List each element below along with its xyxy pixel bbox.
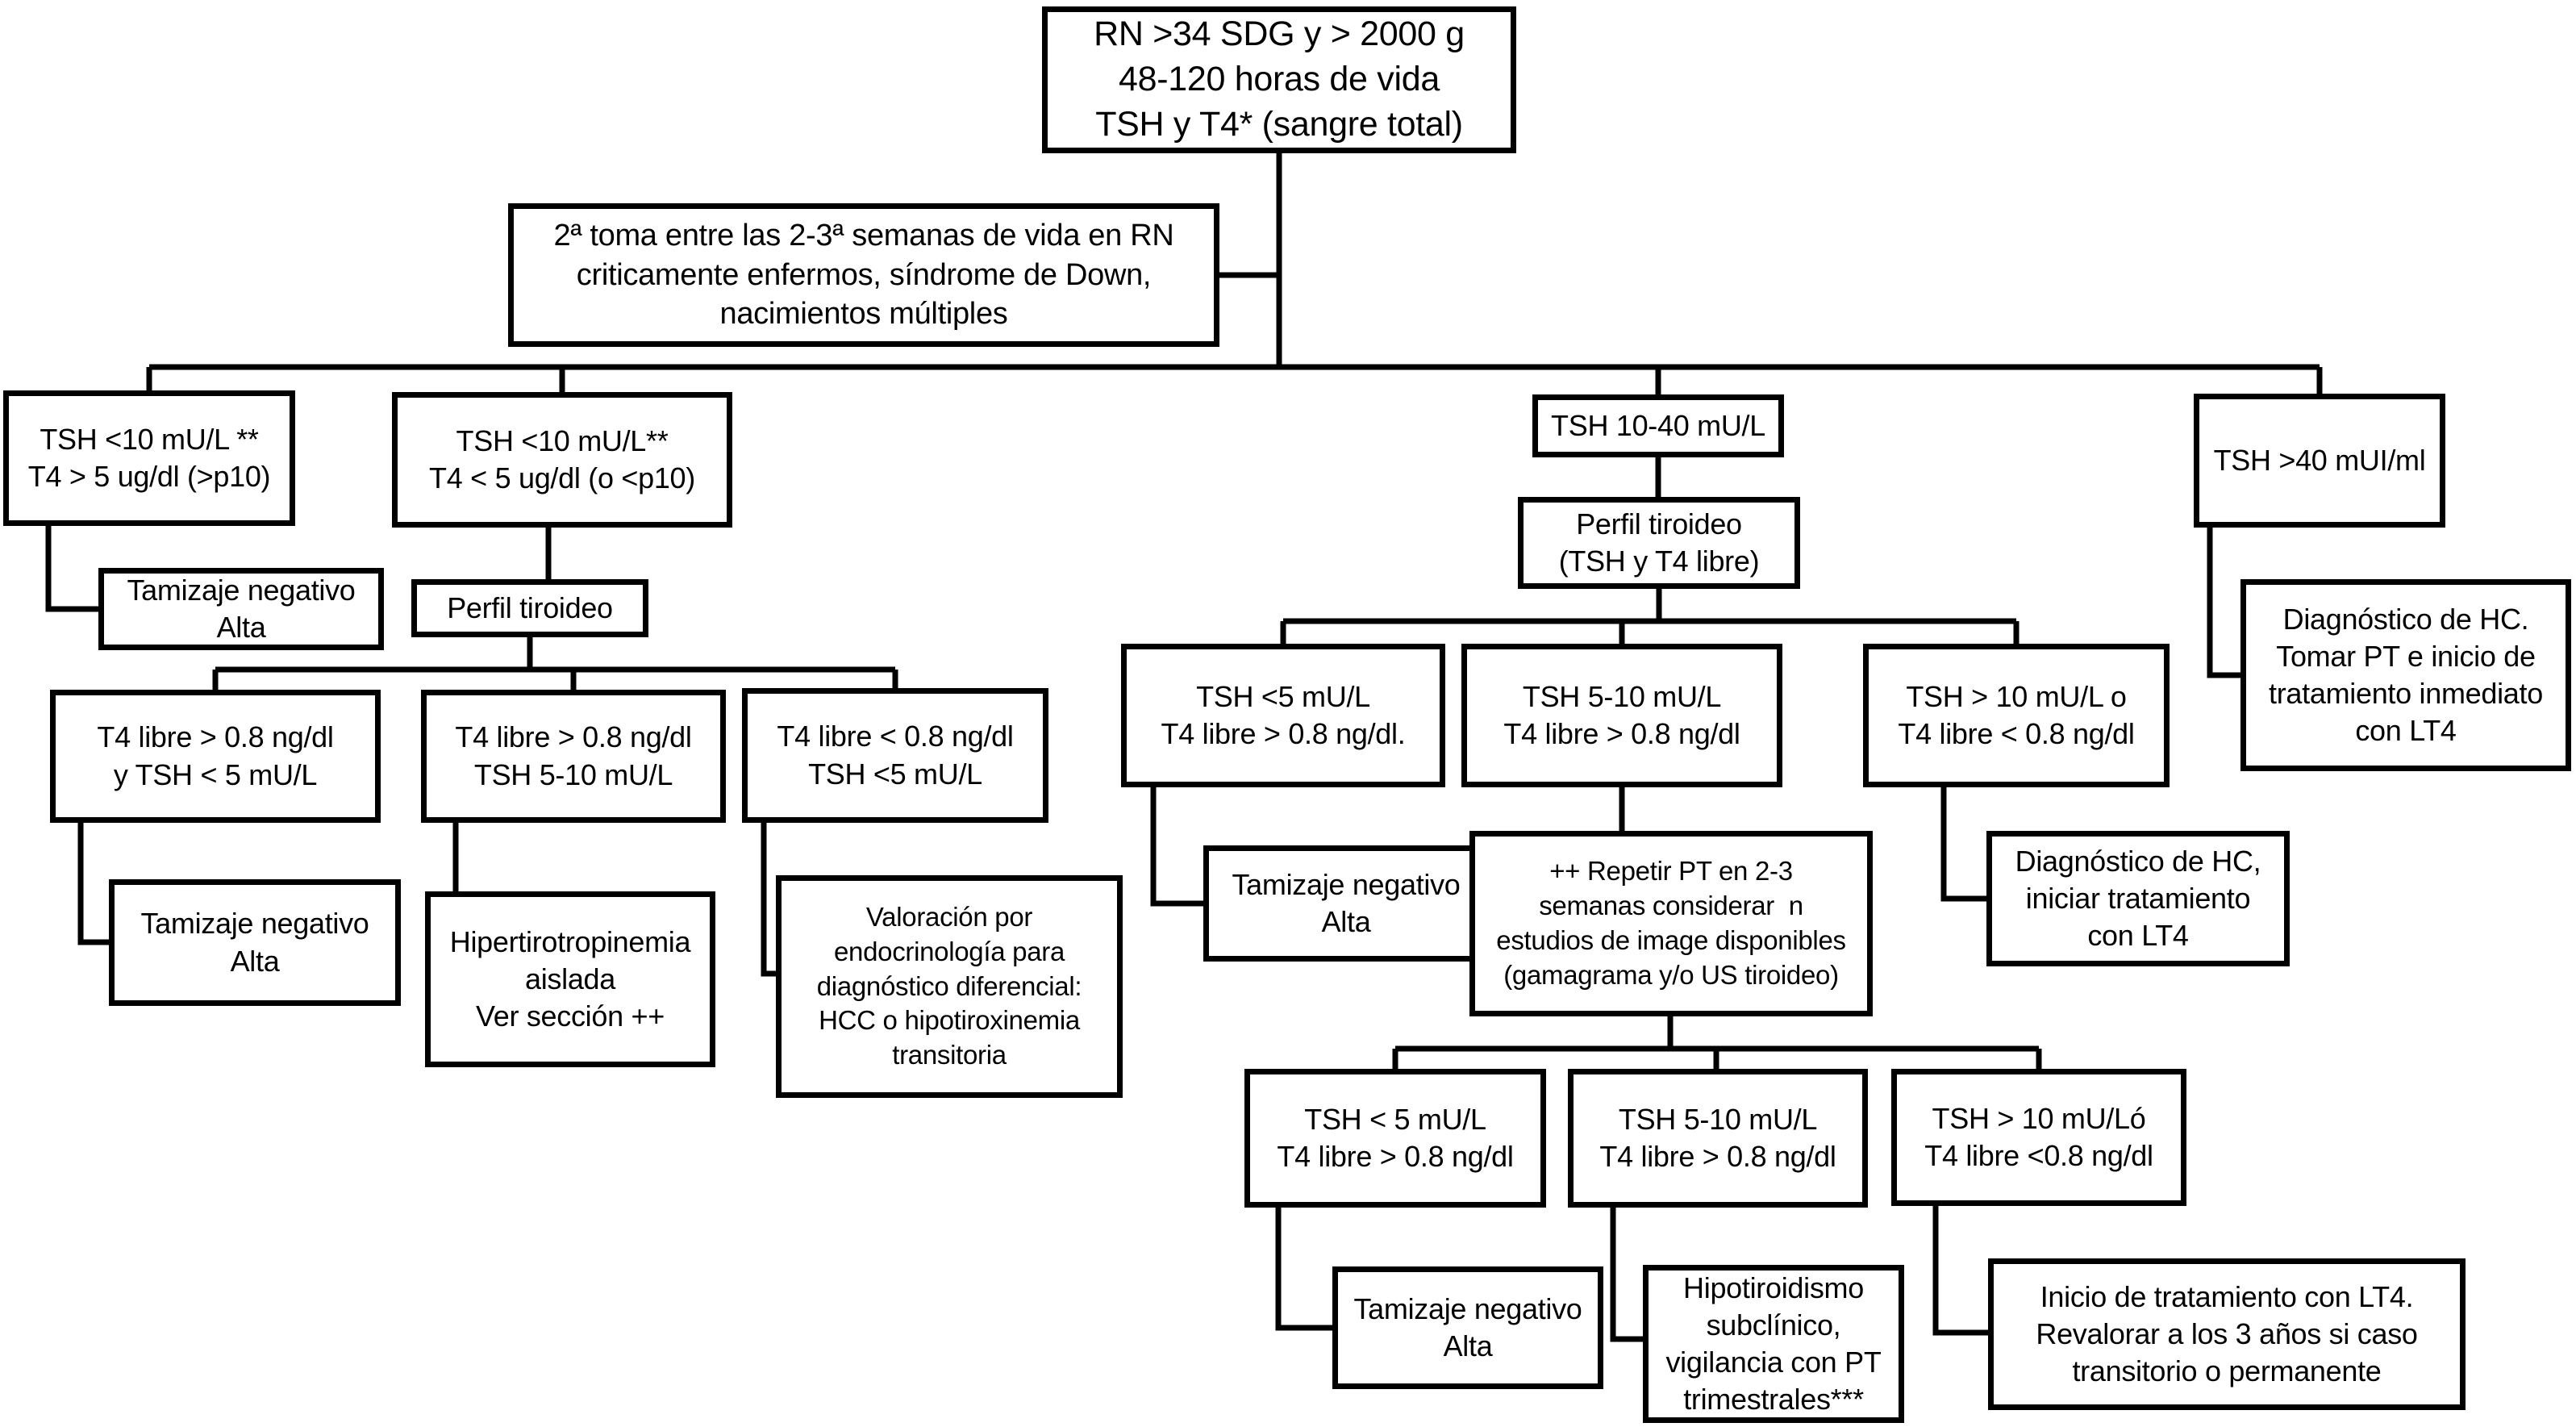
connector-path bbox=[45, 153, 2323, 1342]
node-line: (gamagrama y/o US tiroideo) bbox=[1503, 959, 1839, 990]
node-perfil-tiroideo-right: Perfil tiroideo (TSH y T4 libre) bbox=[1518, 497, 1800, 589]
node-line: T4 libre < 0.8 ng/dl bbox=[777, 720, 1014, 753]
node-seguimiento-tsh-gt10: TSH > 10 mU/Ló T4 libre <0.8 ng/dl bbox=[1891, 1069, 2186, 1206]
node-line: TSH > 10 mU/L o bbox=[1906, 679, 2127, 713]
node-line: TSH > 10 mU/Ló bbox=[1932, 1101, 2146, 1135]
node-line: TSH 10-40 mU/L bbox=[1551, 408, 1765, 442]
node-tamizaje-negativo-4: Tamizaje negativo Alta bbox=[1332, 1266, 1603, 1389]
node-line: Tamizaje negativo bbox=[140, 907, 369, 941]
node-line: trimestrales*** bbox=[1683, 1383, 1864, 1417]
node-line: Diagnóstico de HC. bbox=[2282, 602, 2529, 636]
node-line: HCC o hipotiroxinemia bbox=[819, 1005, 1080, 1036]
node-tsh-gt10-o-t4-low: TSH > 10 mU/L o T4 libre < 0.8 ng/dl bbox=[1863, 644, 2170, 787]
node-line: T4 libre <0.8 ng/dl bbox=[1924, 1139, 2153, 1172]
node-line: Tamizaje negativo bbox=[1353, 1291, 1582, 1325]
node-segunda-toma: 2ª toma entre las 2-3ª semanas de vida e… bbox=[508, 203, 1219, 347]
node-line: T4 < 5 ug/dl (o <p10) bbox=[429, 461, 695, 494]
node-line: Inicio de tratamiento con LT4. bbox=[2040, 1279, 2414, 1313]
node-line: T4 libre < 0.8 ng/dl bbox=[1898, 717, 2135, 750]
node-t4-low-tsh-lt5: T4 libre < 0.8 ng/dl TSH <5 mU/L bbox=[742, 688, 1048, 823]
node-tamizaje-negativo-3: Tamizaje negativo Alta bbox=[1203, 845, 1489, 962]
node-line: endocrinología para bbox=[833, 936, 1065, 966]
node-line: subclínico, bbox=[1706, 1308, 1841, 1341]
node-line: iniciar tratamiento bbox=[2025, 881, 2251, 915]
node-line: (TSH y T4 libre) bbox=[1558, 545, 1760, 578]
node-line: TSH <10 mU/L** bbox=[456, 424, 669, 457]
node-perfil-tiroideo-left: Perfil tiroideo bbox=[411, 579, 648, 637]
node-line: estudios de image disponibles bbox=[1496, 925, 1846, 955]
node-hipertirotropinemia: Hipertirotropinemia aislada Ver sección … bbox=[425, 891, 715, 1067]
node-line: criticamente enfermos, síndrome de Down, bbox=[576, 257, 1152, 292]
node-tsh-lt10-t4-normal: TSH <10 mU/L ** T4 > 5 ug/dl (>p10) bbox=[3, 390, 295, 526]
node-line: Ver sección ++ bbox=[476, 999, 665, 1033]
node-inicio-tratamiento-lt4: Inicio de tratamiento con LT4. Revalorar… bbox=[1988, 1258, 2466, 1410]
node-line: Alta bbox=[230, 944, 280, 978]
node-root: RN >34 SDG y > 2000 g 48-120 horas de vi… bbox=[1042, 6, 1516, 153]
node-line: ++ Repetir PT en 2-3 bbox=[1549, 856, 1793, 887]
node-line: con LT4 bbox=[2087, 919, 2189, 953]
node-seguimiento-tsh-lt5: TSH < 5 mU/L T4 libre > 0.8 ng/dl bbox=[1244, 1069, 1546, 1208]
node-hipotiroidismo-subclinico: Hipotiroidismo subclínico, vigilancia co… bbox=[1643, 1265, 1904, 1423]
node-line: Perfil tiroideo bbox=[447, 590, 613, 624]
node-line: aislada bbox=[525, 962, 615, 995]
node-diagnostico-hc-inmediato: Diagnóstico de HC. Tomar PT e inicio de … bbox=[2240, 579, 2571, 771]
node-line: Valoración por bbox=[865, 901, 1033, 932]
node-tsh-5-10-t4-normal: TSH 5-10 mU/L T4 libre > 0.8 ng/dl bbox=[1461, 644, 1782, 787]
node-line: TSH 5-10 mU/L bbox=[1618, 1102, 1818, 1136]
node-line: 48-120 horas de vida bbox=[1118, 60, 1440, 99]
node-line: semanas considerar n bbox=[1539, 891, 1803, 921]
node-line: 2ª toma entre las 2-3ª semanas de vida e… bbox=[553, 219, 1174, 253]
node-tamizaje-negativo-1: Tamizaje negativo Alta bbox=[98, 568, 384, 650]
node-seguimiento-tsh-5-10: TSH 5-10 mU/L T4 libre > 0.8 ng/dl bbox=[1568, 1069, 1868, 1208]
node-line: Diagnóstico de HC, bbox=[2015, 844, 2261, 878]
node-line: TSH <5 mU/L bbox=[808, 757, 982, 791]
node-tsh-lt5-t4-normal: TSH <5 mU/L T4 libre > 0.8 ng/dl. bbox=[1121, 644, 1445, 787]
node-line: tratamiento inmediato bbox=[2269, 677, 2543, 710]
node-line: TSH < 5 mU/L bbox=[1304, 1102, 1486, 1136]
node-line: Revalorar a los 3 años si caso bbox=[2036, 1316, 2418, 1350]
node-line: Perfil tiroideo bbox=[1576, 507, 1742, 540]
node-line: Tamizaje negativo bbox=[1232, 867, 1461, 901]
node-line: y TSH < 5 mU/L bbox=[113, 757, 318, 791]
node-line: T4 libre > 0.8 ng/dl bbox=[1277, 1140, 1514, 1173]
node-line: TSH 5-10 mU/L bbox=[1522, 679, 1722, 713]
node-line: RN >34 SDG y > 2000 g bbox=[1094, 15, 1465, 54]
node-repetir-pt: ++ Repetir PT en 2-3 semanas considerar … bbox=[1469, 831, 1873, 1016]
node-t4-normal-tsh-lt5: T4 libre > 0.8 ng/dl y TSH < 5 mU/L bbox=[50, 690, 381, 823]
node-line: transitoria bbox=[892, 1040, 1007, 1070]
node-t4-normal-tsh-5-10: T4 libre > 0.8 ng/dl TSH 5-10 mU/L bbox=[421, 690, 726, 823]
node-line: Alta bbox=[1443, 1329, 1493, 1362]
node-tsh-10-40: TSH 10-40 mU/L bbox=[1532, 394, 1784, 457]
node-line: T4 libre > 0.8 ng/dl bbox=[1503, 717, 1740, 750]
node-line: Hipotiroidismo bbox=[1683, 1271, 1864, 1304]
node-line: TSH 5-10 mU/L bbox=[473, 757, 673, 791]
node-line: diagnóstico diferencial: bbox=[816, 970, 1082, 1001]
node-line: TSH y T4* (sangre total) bbox=[1095, 104, 1463, 144]
node-tsh-lt10-t4-low: TSH <10 mU/L** T4 < 5 ug/dl (o <p10) bbox=[392, 392, 732, 528]
node-line: Tomar PT e inicio de bbox=[2276, 639, 2536, 673]
node-line: TSH >40 mUI/ml bbox=[2213, 443, 2426, 477]
node-line: Alta bbox=[1321, 905, 1371, 938]
node-line: Hipertirotropinemia bbox=[449, 924, 691, 958]
node-line: Tamizaje negativo bbox=[127, 573, 356, 607]
node-line: vigilancia con PT bbox=[1665, 1346, 1882, 1379]
node-line: Alta bbox=[216, 611, 266, 644]
node-line: T4 libre > 0.8 ng/dl bbox=[1599, 1140, 1836, 1173]
node-line: con LT4 bbox=[2355, 714, 2457, 748]
node-diagnostico-hc-tratamiento: Diagnóstico de HC, iniciar tratamiento c… bbox=[1986, 831, 2290, 966]
node-line: transitorio o permanente bbox=[2072, 1354, 2382, 1388]
node-tsh-gt40: TSH >40 mUI/ml bbox=[2194, 394, 2445, 528]
node-line: T4 libre > 0.8 ng/dl. bbox=[1161, 717, 1406, 750]
node-line: nacimientos múltiples bbox=[719, 297, 1008, 332]
node-valoracion-endocrinologia: Valoración por endocrinología para diagn… bbox=[776, 875, 1123, 1098]
node-line: T4 libre > 0.8 ng/dl bbox=[97, 720, 334, 754]
node-line: T4 > 5 ug/dl (>p10) bbox=[27, 460, 271, 493]
node-line: T4 libre > 0.8 ng/dl bbox=[455, 720, 692, 754]
node-line: TSH <5 mU/L bbox=[1196, 679, 1370, 713]
node-tamizaje-negativo-2: Tamizaje negativo Alta bbox=[109, 879, 401, 1006]
node-line: TSH <10 mU/L ** bbox=[40, 422, 259, 456]
